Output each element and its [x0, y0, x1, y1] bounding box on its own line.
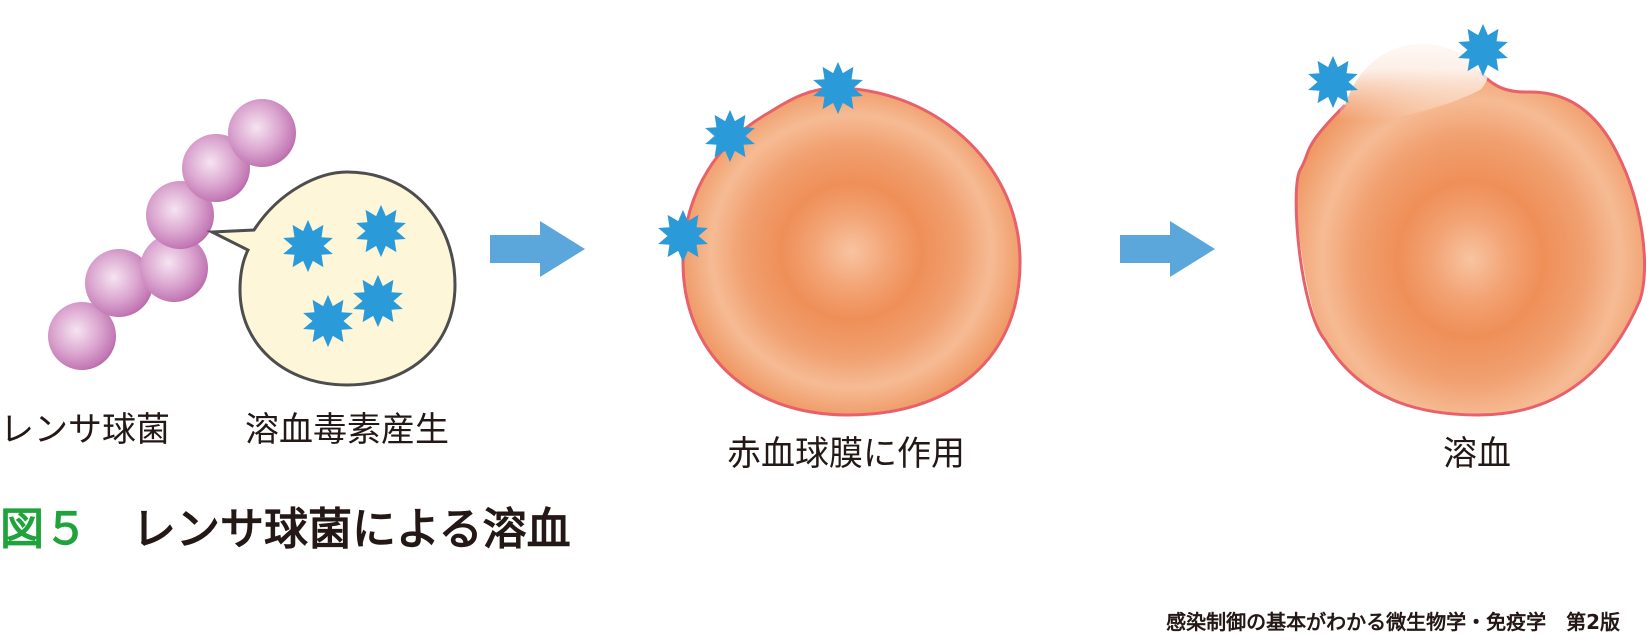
- lysed-red-blood-cell-icon: [1294, 23, 1647, 417]
- arrow-right-icon: [1120, 221, 1215, 277]
- book-footer: 感染制御の基本がわかる微生物学・免疫学 第2版: [1166, 610, 1620, 634]
- step-label-hemolysin-production: 溶血毒素産生: [245, 410, 449, 450]
- step-label-streptococcus: レンサ球菌: [0, 410, 170, 450]
- step-label-acts-on-rbc-membrane: 赤血球膜に作用: [727, 434, 965, 474]
- figure-caption: 図５ レンサ球菌による溶血: [0, 493, 571, 557]
- figure-number: 図５: [0, 504, 88, 555]
- figure-title: レンサ球菌による溶血: [132, 504, 571, 555]
- red-blood-cell-icon: [658, 61, 1022, 417]
- hemolysin-bubble-icon: [206, 170, 457, 387]
- arrow-right-icon: [490, 221, 585, 277]
- streptococcus-chain-icon: [48, 99, 296, 370]
- step-label-hemolysis: 溶血: [1443, 434, 1511, 474]
